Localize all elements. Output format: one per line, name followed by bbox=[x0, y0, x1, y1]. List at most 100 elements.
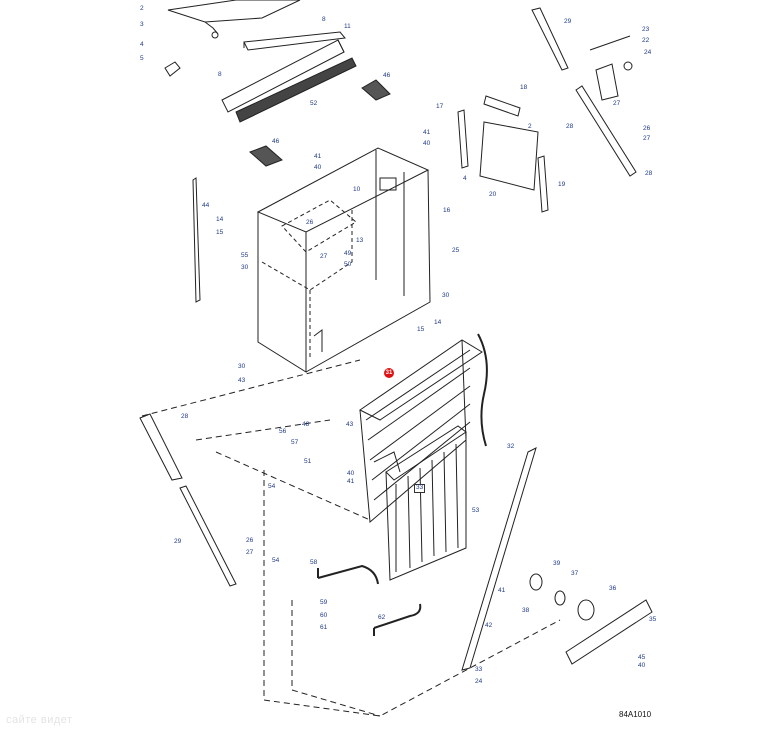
callout-4: 4 bbox=[463, 175, 467, 182]
callout-32: 32 bbox=[507, 443, 515, 450]
callout-10: 10 bbox=[353, 186, 361, 193]
callout-31-highlighted: 31 bbox=[384, 368, 394, 378]
hose-58 bbox=[317, 564, 379, 585]
block-46-mid bbox=[249, 145, 283, 167]
callout-41: 41 bbox=[498, 587, 506, 594]
oil-cooler-core bbox=[373, 425, 467, 581]
callout-41: 41 bbox=[423, 129, 431, 136]
callout-27: 27 bbox=[613, 100, 621, 107]
callout-44: 44 bbox=[202, 202, 210, 209]
callout-26: 26 bbox=[246, 537, 254, 544]
callout-50: 50 bbox=[344, 261, 352, 268]
callout-33: 33 bbox=[475, 666, 483, 673]
rod-44 bbox=[192, 177, 201, 303]
callout-14: 14 bbox=[434, 319, 442, 326]
callout-16: 16 bbox=[443, 207, 451, 214]
callout-46: 46 bbox=[383, 72, 391, 79]
callout-35: 35 bbox=[649, 616, 657, 623]
callout-38: 38 bbox=[522, 607, 530, 614]
callout-54: 54 bbox=[268, 483, 276, 490]
top-cover-plate bbox=[167, 0, 301, 39]
callout-2: 2 bbox=[528, 123, 532, 130]
radiator-core bbox=[359, 333, 488, 524]
callout-39: 39 bbox=[553, 560, 561, 567]
callout-58: 58 bbox=[310, 559, 318, 566]
callout-45: 45 bbox=[638, 654, 646, 661]
callout-36: 36 bbox=[609, 585, 617, 592]
callout-61: 61 bbox=[320, 624, 328, 631]
callout-19: 19 bbox=[558, 181, 566, 188]
panel-20 bbox=[479, 121, 539, 191]
callout-4: 4 bbox=[140, 41, 144, 48]
bracket-5 bbox=[164, 61, 181, 77]
callout-57: 57 bbox=[291, 439, 299, 446]
callout-20: 20 bbox=[489, 191, 497, 198]
callout-8: 8 bbox=[322, 16, 326, 23]
callout-15: 15 bbox=[417, 326, 425, 333]
callout-28: 28 bbox=[181, 413, 189, 420]
callout-53: 53 bbox=[472, 507, 480, 514]
strut-29-top bbox=[531, 7, 569, 71]
bar-11 bbox=[243, 31, 346, 51]
callout-27: 27 bbox=[246, 549, 254, 556]
callout-11: 11 bbox=[344, 23, 351, 30]
callout-17: 17 bbox=[436, 103, 444, 110]
callout-59: 59 bbox=[320, 599, 328, 606]
callout-27: 27 bbox=[643, 135, 651, 142]
callout-28: 28 bbox=[566, 123, 574, 130]
callout-24: 24 bbox=[475, 678, 483, 685]
callout-41: 41 bbox=[314, 153, 322, 160]
callout-18: 18 bbox=[520, 84, 528, 91]
callout-40: 40 bbox=[638, 662, 646, 669]
shroud-frame bbox=[256, 147, 431, 373]
callout-29: 29 bbox=[564, 18, 572, 25]
callout-62: 62 bbox=[378, 614, 386, 621]
callout-40: 40 bbox=[314, 164, 322, 171]
callout-43: 43 bbox=[346, 421, 354, 428]
callout-14: 14 bbox=[216, 216, 224, 223]
callout-15: 15 bbox=[216, 229, 224, 236]
callout-48: 48 bbox=[302, 421, 310, 428]
long-bar bbox=[221, 39, 345, 113]
callout-52: 52 bbox=[310, 100, 318, 107]
callout-26: 26 bbox=[306, 219, 314, 226]
callout-30: 30 bbox=[238, 363, 246, 370]
block-46-top bbox=[361, 79, 391, 101]
callout-29: 29 bbox=[174, 538, 182, 545]
callout-8: 8 bbox=[218, 71, 222, 78]
callout-41: 41 bbox=[347, 478, 355, 485]
callout-25: 25 bbox=[452, 247, 460, 254]
plate-18 bbox=[483, 95, 521, 117]
routing-lines bbox=[141, 359, 561, 717]
strut-29-bottom bbox=[179, 485, 237, 587]
callout-40: 40 bbox=[423, 140, 431, 147]
callout-46: 46 bbox=[272, 138, 280, 145]
callout-55: 55 bbox=[241, 252, 249, 259]
callout-24: 24 bbox=[644, 49, 652, 56]
callout-30: 30 bbox=[241, 264, 249, 271]
callout-2: 2 bbox=[140, 5, 144, 12]
callout-54: 54 bbox=[272, 557, 280, 564]
callout-60: 60 bbox=[320, 612, 328, 619]
callout-49: 49 bbox=[344, 250, 352, 257]
callout-26: 26 bbox=[643, 125, 651, 132]
callout-27: 27 bbox=[320, 253, 328, 260]
rod-42 bbox=[461, 447, 537, 671]
callout-13: 13 bbox=[356, 237, 364, 244]
fan-hub-assembly bbox=[529, 573, 653, 665]
callout-33-boxed: 33 bbox=[414, 484, 426, 493]
callout-22: 22 bbox=[642, 37, 650, 44]
callout-28: 28 bbox=[645, 170, 653, 177]
drawing-code: 84A1010 bbox=[619, 710, 652, 719]
callout-40: 40 bbox=[347, 470, 355, 477]
bracket-17 bbox=[457, 109, 469, 169]
callout-56: 56 bbox=[279, 428, 287, 435]
seal-strip-52 bbox=[235, 57, 357, 123]
callout-23: 23 bbox=[642, 26, 650, 33]
callout-37: 37 bbox=[571, 570, 579, 577]
callout-51: 51 bbox=[304, 458, 312, 465]
callout-30: 30 bbox=[442, 292, 450, 299]
linkage-top-right bbox=[575, 35, 637, 177]
callout-43: 43 bbox=[238, 377, 246, 384]
